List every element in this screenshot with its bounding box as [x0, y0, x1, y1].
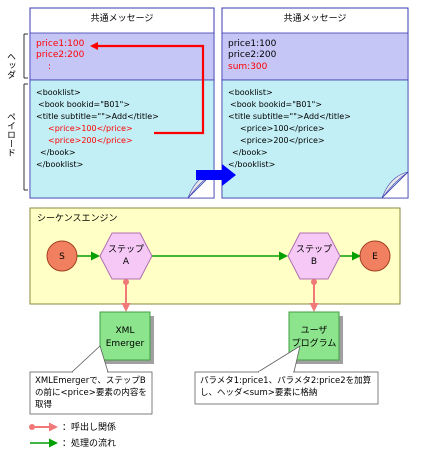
legend: ：呼出し関係 ：処理の流れ	[29, 421, 116, 449]
user-program-label-2: プログラム	[292, 337, 337, 349]
left-message: 共通メッセージ price1:100 price2:200 : <booklis…	[29, 7, 215, 199]
left-header-section	[29, 32, 215, 81]
legend-call-dot	[29, 424, 35, 430]
left-payload-line-3: <title subtitle="">Add</title>	[36, 112, 159, 121]
legend-call-label: ：呼出し関係	[62, 421, 116, 433]
right-payload-line-7: </booklist>	[228, 160, 275, 169]
left-payload-line-7: </booklist>	[36, 160, 83, 169]
end-node-label: E	[372, 252, 378, 262]
right-note-box	[194, 371, 379, 405]
right-payload-section	[221, 79, 409, 199]
left-payload-section	[29, 79, 215, 199]
left-note-text: XMLEmergerで、ステップBの前に<price>要素の内容を取得	[35, 376, 147, 410]
step-a-node	[99, 232, 153, 280]
left-payload-line-2: <book bookid="B01">	[38, 100, 130, 109]
right-message-title: 共通メッセージ	[284, 13, 347, 24]
step-b-node	[287, 232, 341, 280]
left-header-line-3: :	[48, 62, 51, 72]
transfer-arrow	[196, 164, 236, 186]
left-header-line-2: price2:200	[36, 50, 85, 60]
call-origin-a	[123, 279, 129, 285]
left-header-line-1: price1:100	[36, 39, 85, 49]
step-b-label-2: B	[311, 257, 317, 267]
right-note-pointer	[256, 345, 301, 373]
xml-emerger-box	[99, 311, 151, 361]
left-payload-line-1: <booklist>	[36, 88, 81, 97]
right-message: 共通メッセージ price1:100 price2:200 sum:300 <b…	[221, 7, 409, 199]
right-page-curl	[381, 171, 409, 199]
right-header-line-2: price2:200	[228, 50, 277, 60]
right-payload-line-1: <booklist>	[228, 88, 273, 97]
right-payload-line-6: </book>	[232, 148, 268, 157]
side-label-group: ヘッダ ペイロード	[5, 33, 28, 191]
left-payload-line-5: <price>200</price>	[48, 136, 133, 145]
user-program-label-1: ユーザ	[301, 325, 328, 336]
right-payload-line-4: <price>100</price>	[240, 124, 325, 133]
right-note-text: パラメタ1:price1、パラメタ2:price2を加算し、ヘッダ<sum>要素…	[200, 376, 372, 398]
extract-arrow	[90, 42, 205, 135]
step-a-label-2: A	[123, 257, 130, 267]
right-header-line-1: price1:100	[228, 39, 277, 49]
left-message-title: 共通メッセージ	[91, 13, 154, 24]
call-origin-b	[311, 279, 317, 285]
legend-flow-label: ：処理の流れ	[62, 437, 116, 449]
start-node	[46, 240, 78, 272]
right-payload-line-5: <price>200</price>	[240, 136, 325, 145]
end-node	[359, 240, 391, 272]
xml-emerger-label-1: XML	[116, 326, 135, 336]
left-payload-line-6: </book>	[40, 148, 76, 157]
payload-side-label: ペイロード	[5, 112, 16, 157]
xml-emerger-label-2: Emerger	[106, 339, 145, 349]
engine-title: シーケンスエンジン	[37, 213, 118, 224]
right-payload-line-3: <title subtitle="">Add</title>	[228, 112, 351, 121]
right-header-line-3: sum:300	[228, 62, 268, 72]
step-a-label-1: ステップ	[108, 244, 144, 255]
right-payload-line-2: <book bookid="B01">	[230, 100, 322, 109]
left-payload-line-4: <price>100</price>	[48, 124, 133, 133]
start-node-label: S	[59, 252, 65, 262]
left-note-box	[29, 371, 153, 415]
step-b-label-1: ステップ	[296, 244, 332, 255]
sequence-engine: シーケンスエンジン S ステップ A ステップ B E	[29, 207, 401, 305]
header-side-label: ヘッダ	[5, 52, 16, 79]
